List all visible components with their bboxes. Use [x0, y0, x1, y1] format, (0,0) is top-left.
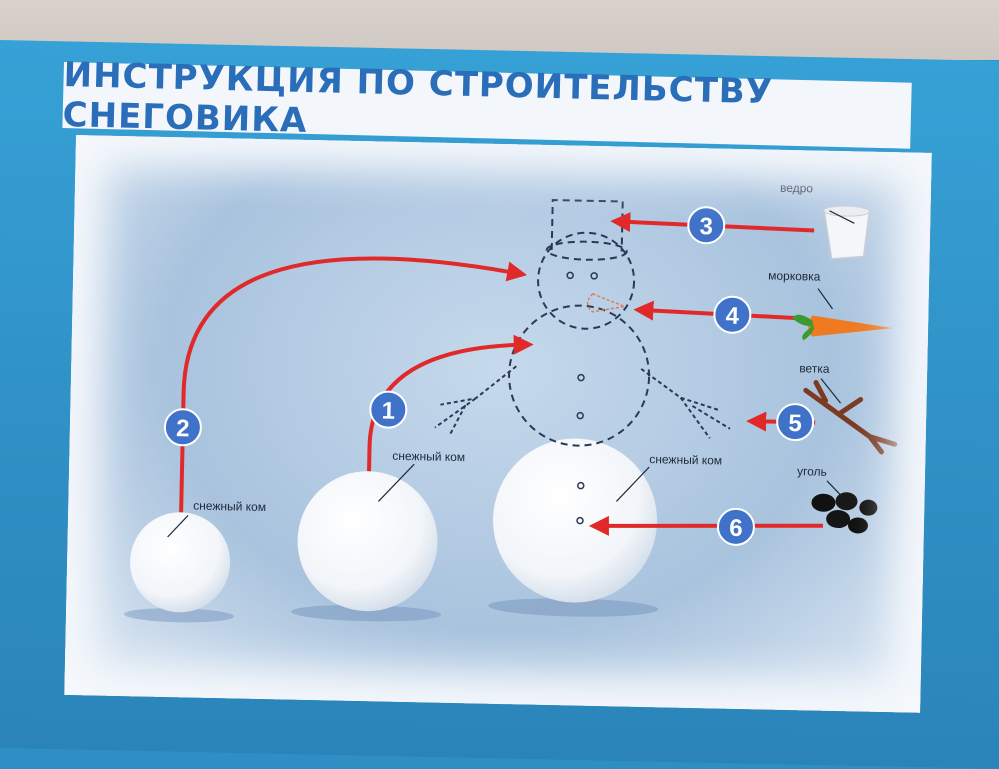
shadow-medium [291, 605, 442, 622]
snowball-large [493, 438, 658, 603]
label-snowball-large: снежный ком [649, 452, 722, 468]
bucket-icon [823, 205, 871, 260]
coal-icon [811, 492, 878, 534]
outline-head [537, 231, 636, 330]
snowball-small [130, 512, 231, 613]
outline-eye-right [590, 272, 598, 280]
step-badge-2: 2 [163, 408, 202, 447]
pointer-large [616, 466, 650, 502]
arrow-step-6 [588, 515, 823, 536]
outline-eye-left [566, 271, 574, 280]
shadow-small [123, 608, 234, 623]
outline-button-1 [577, 373, 585, 382]
svg-text:1: 1 [381, 397, 395, 424]
label-snowball-small: снежный ком [193, 499, 266, 515]
pointer-medium [377, 463, 415, 502]
step-badge-6: 6 [716, 507, 755, 546]
label-snowball-medium: снежный ком [392, 449, 465, 465]
step-badge-4: 4 [713, 295, 752, 334]
svg-text:2: 2 [176, 415, 190, 442]
outline-right-arm [640, 368, 731, 439]
pointer-branch [820, 378, 842, 404]
step-badge-1: 1 [369, 390, 408, 429]
label-coal: уголь [797, 464, 827, 479]
pointer-carrot [817, 288, 834, 310]
carrot-icon [792, 314, 893, 341]
outline-left-arm [434, 365, 517, 436]
instruction-poster: 1 2 3 4 5 6 [64, 135, 932, 713]
svg-text:4: 4 [725, 303, 740, 330]
arrow-step-2 [179, 256, 528, 513]
label-branch: ветка [799, 361, 830, 376]
outline-button-4 [576, 516, 584, 525]
pointer-bucket [829, 210, 855, 224]
step-badge-5: 5 [776, 403, 815, 442]
label-carrot: морковка [768, 269, 821, 284]
page-title: ИНСТРУКЦИЯ ПО СТРОИТЕЛЬСТВУ СНЕГОВИКА [62, 55, 912, 149]
outline-middle-ball [508, 304, 651, 447]
label-bucket: ведро [780, 181, 814, 196]
pointer-coal [826, 480, 842, 496]
pointer-small [167, 515, 189, 538]
outline-carrot-nose [586, 292, 628, 313]
diagram-canvas: 1 2 3 4 5 6 [123, 181, 898, 623]
snowball-medium [297, 471, 438, 612]
shadow-large [488, 598, 659, 617]
step-badge-3: 3 [687, 206, 726, 245]
arrow-step-1 [367, 334, 534, 472]
outline-button-2 [576, 411, 584, 420]
branch-icon [803, 380, 898, 455]
svg-text:3: 3 [699, 213, 713, 240]
outline-bucket-rim [545, 240, 628, 261]
svg-text:5: 5 [788, 410, 802, 437]
svg-text:6: 6 [729, 515, 743, 542]
outline-button-3 [577, 481, 585, 490]
